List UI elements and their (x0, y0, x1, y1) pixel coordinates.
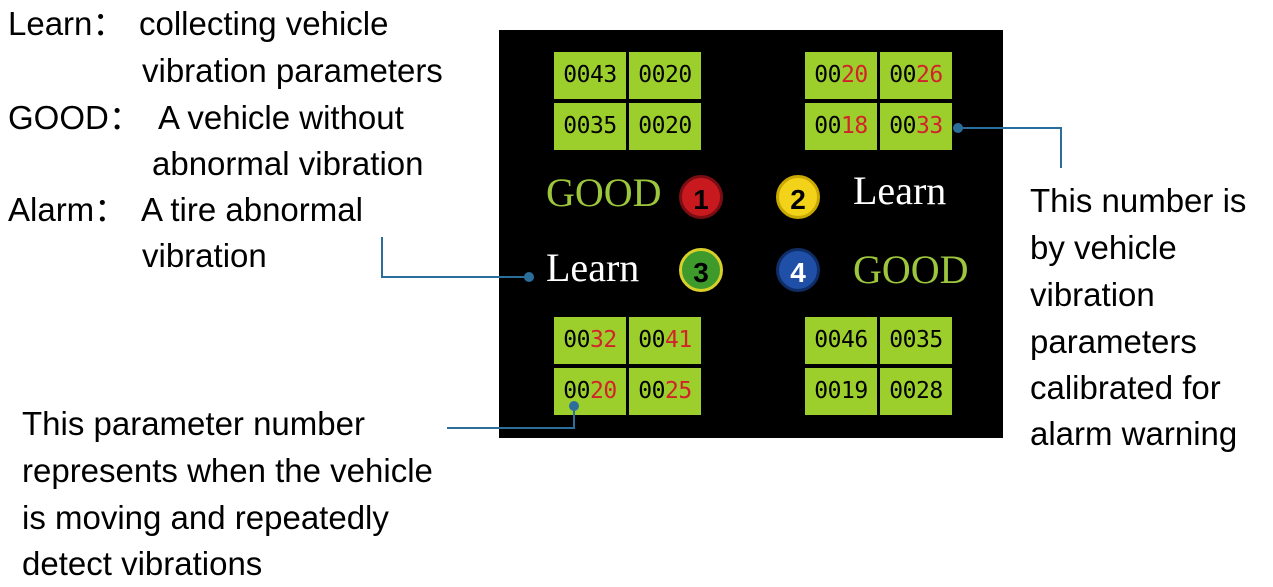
param-cell-front-right: 0033 (880, 103, 952, 150)
tire-2-indicator: 2 (776, 175, 820, 219)
legend-alarm-line2: vibration (142, 237, 267, 274)
param-cell-front-left: 0043 (554, 52, 626, 99)
param-cell-rear-left: 0041 (629, 317, 701, 364)
note-right-line: by vehicle (1030, 229, 1177, 266)
note-bottom-line: detect vibrations (22, 545, 263, 582)
legend-good-line2: abnormal vibration (152, 145, 424, 182)
param-cell-front-left: 0020 (629, 52, 701, 99)
legend-alarm-line1: A tire abnormal (141, 191, 363, 228)
tire-4-status: GOOD (853, 247, 969, 292)
note-bottom-line: represents when the vehicle (22, 452, 433, 489)
note-bottom-line: is moving and repeatedly (22, 499, 389, 536)
param-cell-front-left: 0035 (554, 103, 626, 150)
tire-1-indicator: 1 (679, 175, 723, 219)
legend-good-line1: A vehicle without (158, 99, 404, 136)
note-bottom-line: This parameter number (22, 405, 365, 442)
param-cell-front-right: 0018 (805, 103, 877, 150)
note-right-line: parameters (1030, 323, 1197, 360)
tire-1-status: GOOD (546, 170, 662, 215)
legend-learn-line1: collecting vehicle (139, 5, 389, 42)
note-right-line: This number is (1030, 182, 1247, 219)
param-cell-rear-left: 0020 (554, 368, 626, 415)
param-cell-front-left: 0020 (629, 103, 701, 150)
param-cell-rear-left: 0025 (629, 368, 701, 415)
tire-4-indicator: 4 (776, 248, 820, 292)
param-cell-front-right: 0020 (805, 52, 877, 99)
param-cell-rear-right: 0046 (805, 317, 877, 364)
param-cell-rear-right: 0019 (805, 368, 877, 415)
legend-alarm-term: Alarm： (8, 191, 128, 228)
note-right-line: calibrated for (1030, 369, 1221, 406)
param-cell-rear-left: 0032 (554, 317, 626, 364)
tire-2-status: Learn (853, 168, 947, 213)
legend-learn-term: Learn： (8, 5, 126, 42)
tire-3-indicator: 3 (679, 248, 723, 292)
note-right-line: vibration (1030, 276, 1155, 313)
legend-good-term: GOOD： (8, 99, 142, 136)
tire-3-status: Learn (546, 245, 640, 290)
note-right-line: alarm warning (1030, 415, 1238, 452)
param-cell-rear-right: 0035 (880, 317, 952, 364)
param-cell-rear-right: 0028 (880, 368, 952, 415)
param-cell-front-right: 0026 (880, 52, 952, 99)
legend-learn-line2: vibration parameters (142, 52, 443, 89)
tire-monitor-display: 0043 0020 0035 0020 0020 0026 0018 0033 … (499, 30, 1003, 438)
